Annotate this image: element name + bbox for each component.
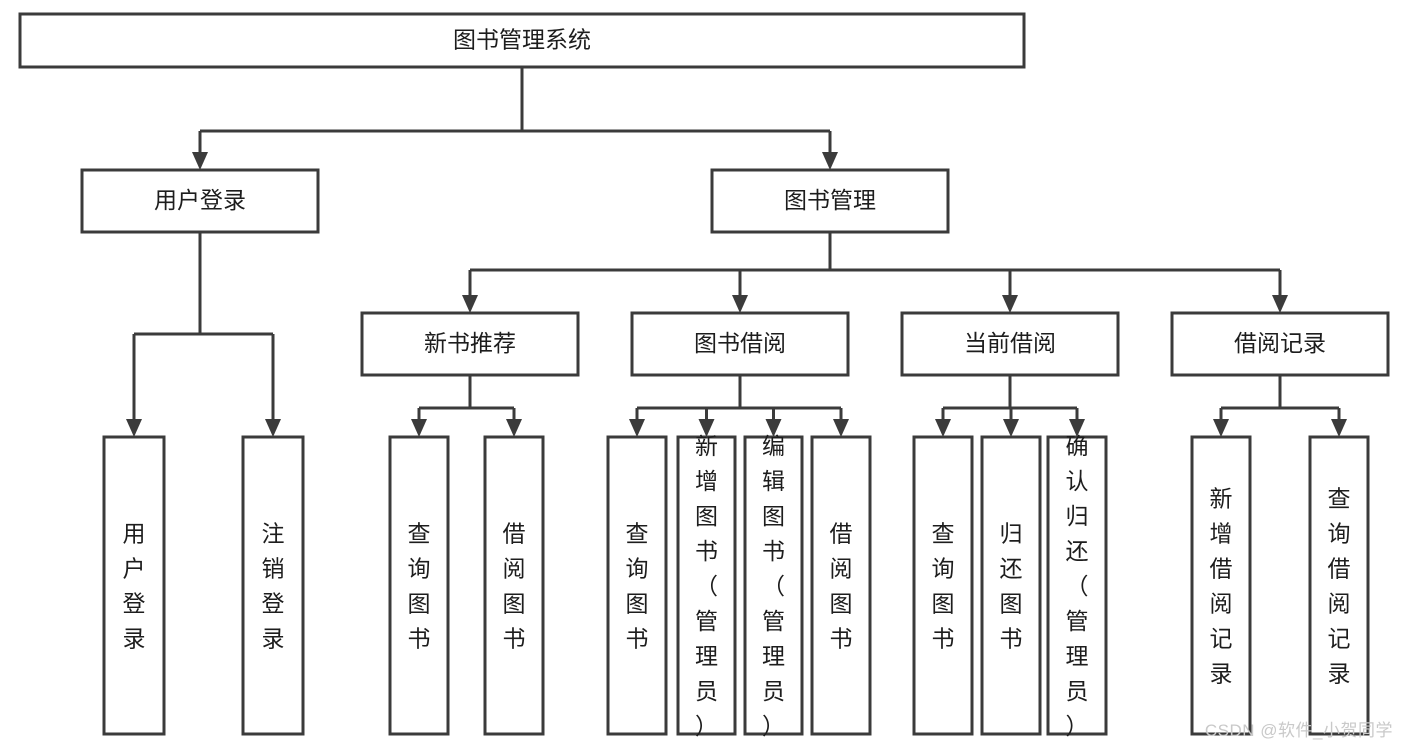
level3-node-1[interactable]: 图书借阅 (630, 311, 850, 377)
leaf-label: 查询图书 (626, 521, 649, 652)
leaf-label: 借阅图书 (503, 521, 526, 652)
leaf-label: 新增图书（管理员） (695, 433, 718, 739)
arrow-head (765, 419, 782, 437)
arrow-head (833, 419, 849, 437)
arrow-head (265, 419, 281, 437)
leaf-node-6[interactable]: 编辑图书（管理员） (743, 433, 804, 739)
arrow-head (1213, 419, 1229, 437)
level3-node-2[interactable]: 当前借阅 (900, 311, 1120, 377)
leaf-label: 用户登录 (123, 521, 146, 652)
arrow-head (822, 152, 838, 170)
level3-node-3[interactable]: 借阅记录 (1170, 311, 1390, 377)
arrow-head (935, 419, 951, 437)
level2-node-1[interactable]: 图书管理 (710, 168, 950, 234)
leaf-node-9[interactable]: 归还图书 (980, 435, 1042, 736)
leaf-label: 查询借阅记录 (1328, 486, 1351, 687)
root-node-book-management-system[interactable]: 图书管理系统 (18, 12, 1026, 69)
leaf-label: 借阅图书 (830, 521, 853, 652)
leaf-node-11[interactable]: 新增借阅记录 (1190, 435, 1252, 736)
leaf-node-5[interactable]: 新增图书（管理员） (676, 433, 737, 739)
node-label: 新书推荐 (424, 330, 516, 356)
arrow-head (192, 152, 208, 170)
leaf-node-0[interactable]: 用户登录 (102, 435, 166, 736)
arrow-head (411, 419, 427, 437)
arrow-head (1069, 419, 1085, 437)
leaf-label: 编辑图书（管理员） (762, 433, 785, 739)
arrow-head (698, 419, 715, 437)
level2-node-0[interactable]: 用户登录 (80, 168, 320, 234)
leaf-label: 查询图书 (408, 521, 431, 652)
node-label: 用户登录 (154, 187, 246, 213)
arrow-head (732, 295, 748, 313)
arrow-head (506, 419, 522, 437)
leaf-node-2[interactable]: 查询图书 (388, 435, 450, 736)
csdn-watermark: CSDN @软件_小贺同学 (1204, 721, 1393, 740)
leaf-label: 注销登录 (262, 521, 285, 652)
node-label: 借阅记录 (1234, 330, 1326, 356)
leaf-node-12[interactable]: 查询借阅记录 (1308, 435, 1370, 736)
leaf-node-3[interactable]: 借阅图书 (483, 435, 545, 736)
leaf-node-10[interactable]: 确认归还（管理员） (1046, 433, 1108, 739)
arrow-head (462, 295, 478, 313)
leaf-node-7[interactable]: 借阅图书 (810, 435, 872, 736)
leaf-node-1[interactable]: 注销登录 (241, 435, 305, 736)
arrow-head (126, 419, 142, 437)
leaf-label: 归还图书 (1000, 521, 1023, 652)
node-label: 图书管理 (784, 187, 876, 213)
leaf-label: 查询图书 (932, 521, 955, 652)
arrow-head (1003, 419, 1019, 437)
node-label: 图书借阅 (694, 330, 786, 356)
leaf-label: 新增借阅记录 (1210, 486, 1233, 687)
arrow-head (1331, 419, 1347, 437)
leaf-label: 确认归还（管理员） (1066, 433, 1089, 739)
arrow-head (629, 419, 645, 437)
leaf-node-4[interactable]: 查询图书 (606, 435, 668, 736)
arrow-head (1002, 295, 1018, 313)
node-label: 当前借阅 (964, 330, 1056, 356)
leaf-node-8[interactable]: 查询图书 (912, 435, 974, 736)
node-label: 图书管理系统 (453, 27, 591, 53)
arrow-head (1272, 295, 1288, 313)
level3-node-0[interactable]: 新书推荐 (360, 311, 580, 377)
